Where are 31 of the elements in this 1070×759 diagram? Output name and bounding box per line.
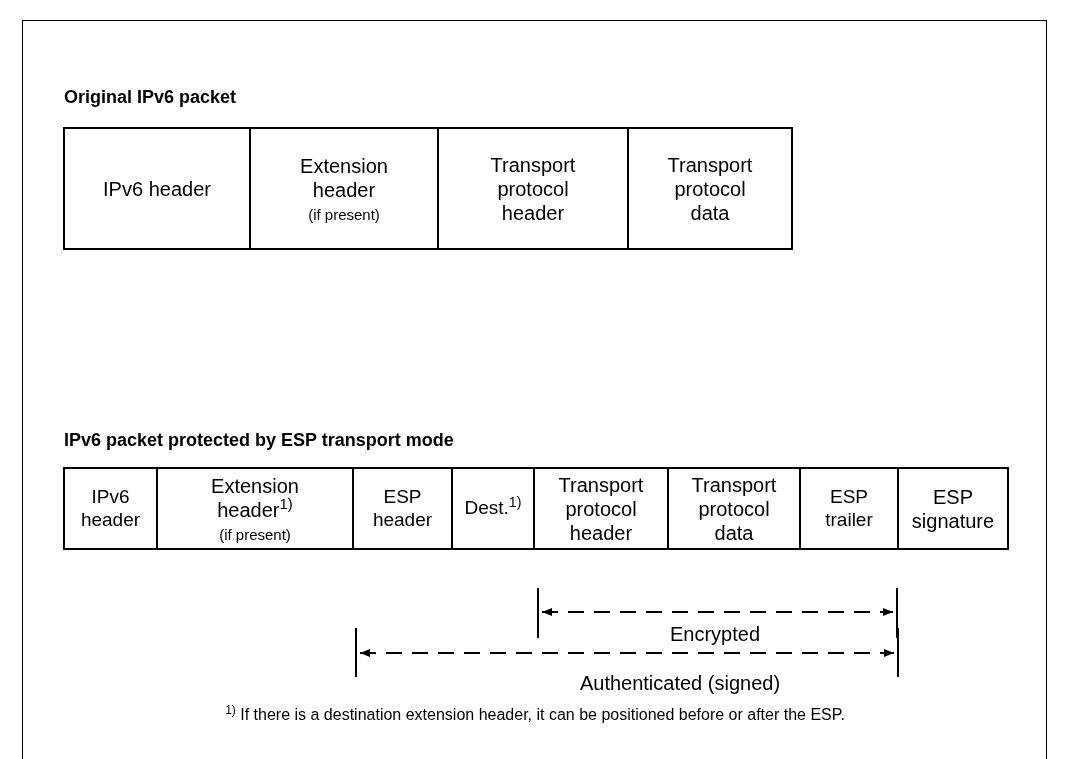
packet-field-cell <box>156 467 354 550</box>
field-label: Transport protocol header <box>489 152 577 225</box>
range-label: Authenticated (signed) <box>578 673 782 693</box>
field-label: ESP header <box>371 485 434 532</box>
field-label: Transport protocol header <box>557 472 645 545</box>
packet-field-cell <box>352 467 453 550</box>
packet-field-cell <box>451 467 535 550</box>
field-label: ESP trailer <box>824 485 874 532</box>
packet-field-cell <box>667 467 801 550</box>
field-label: IPv6 header <box>102 176 212 201</box>
field-label: Transport protocol data <box>690 472 778 545</box>
field-label: Transport protocol data <box>666 152 754 225</box>
section-title: Original IPv6 packet <box>64 86 237 109</box>
packet-field-cell <box>897 467 1009 550</box>
field-note: (if present) <box>219 525 291 544</box>
packet-field-cell <box>63 127 251 250</box>
packet-field-cell <box>437 127 629 250</box>
field-label: IPv6 header <box>79 485 142 532</box>
range-label: Encrypted <box>668 624 762 644</box>
packet-field-cell <box>249 127 439 250</box>
field-label: Extension header$^{1)}$ <box>210 473 300 522</box>
field-label: Dest.$^{1)}$ <box>463 497 523 520</box>
packet-field-cell <box>627 127 793 250</box>
field-note: (if present) <box>308 205 380 224</box>
footnote: $^{1)}$ If there is a destination extension header, it can be positioned before or after the ESP. <box>224 703 846 725</box>
field-label: ESP signature <box>910 484 996 533</box>
section-title: IPv6 packet protected by ESP transport mode <box>64 429 454 452</box>
field-label: Extension header <box>299 153 389 202</box>
packet-field-cell <box>533 467 669 550</box>
packet-field-cell <box>799 467 899 550</box>
packet-field-cell <box>63 467 158 550</box>
